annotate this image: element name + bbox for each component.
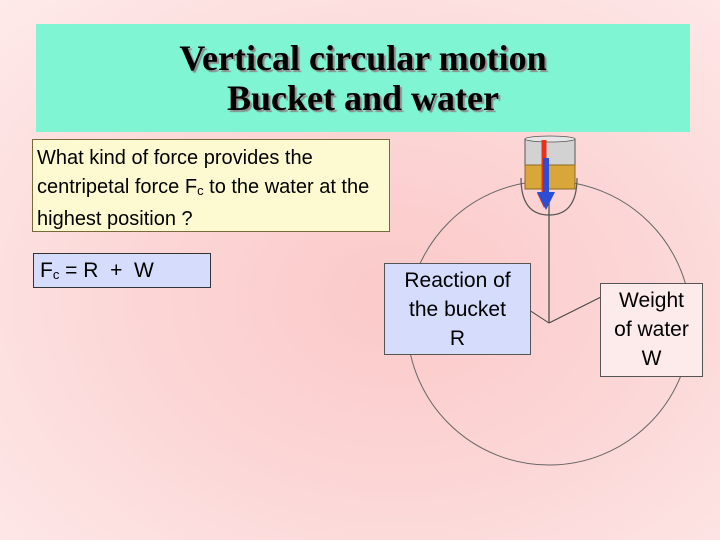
weight-label-line-3: W (641, 347, 662, 370)
formula-lhs: F (40, 259, 53, 282)
reaction-label-line-2: the bucket (409, 298, 506, 321)
formula-subscript: c (52, 267, 60, 282)
question-text-part1: What kind of force provides the centripe… (37, 147, 313, 198)
title-line-1: Vertical circular motion (179, 38, 547, 78)
reaction-label-box: Reaction of the bucket R (384, 263, 531, 355)
question-box: What kind of force provides the centripe… (32, 139, 390, 232)
title-banner: Vertical circular motion Bucket and wate… (36, 24, 690, 132)
question-text-part2: to the water at the highest position ? (37, 176, 370, 230)
weight-label-line-2: of water (614, 318, 689, 341)
bucket-icon (520, 135, 578, 216)
reaction-label-line-3: R (449, 327, 466, 350)
formula-box: Fc = R + W (33, 253, 211, 288)
title-line-2: Bucket and water (227, 78, 499, 118)
formula-rhs: = R + W (59, 259, 154, 282)
water-icon (524, 164, 576, 190)
question-subscript: c (197, 183, 204, 198)
weight-label-line-1: Weight (619, 289, 684, 312)
weight-arrow (537, 158, 555, 210)
weight-label-box: Weight of water W (600, 283, 703, 377)
reaction-label-line-1: Reaction of (404, 269, 511, 292)
